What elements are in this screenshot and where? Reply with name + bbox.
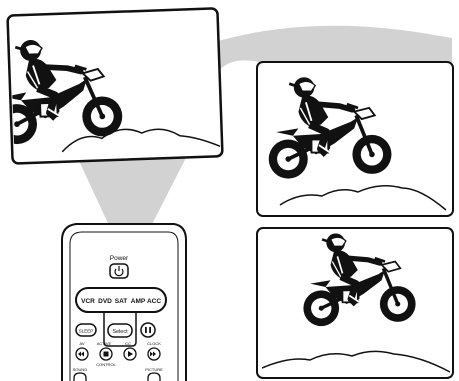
fast-forward-button[interactable] bbox=[148, 348, 160, 360]
select-label: Select bbox=[112, 329, 128, 335]
sound-button[interactable] bbox=[74, 373, 86, 381]
active-label: ACTIVE bbox=[97, 341, 112, 346]
cc-label: CC bbox=[125, 341, 131, 346]
stop-button[interactable] bbox=[100, 348, 112, 360]
sleep-label: SLEEP bbox=[79, 329, 94, 334]
pause-button[interactable] bbox=[141, 323, 155, 337]
remote-control: Power VCR DVD SAT AMP ACC SLEEP Select bbox=[62, 224, 186, 381]
av-label: AV bbox=[79, 341, 84, 346]
play-button[interactable] bbox=[124, 348, 136, 360]
picture-button[interactable] bbox=[148, 373, 160, 381]
screen-panel-right-top bbox=[257, 62, 453, 216]
rewind-button[interactable] bbox=[76, 348, 88, 360]
source-button-dvd: DVD bbox=[98, 298, 112, 305]
picture-label: PICTURE bbox=[145, 367, 163, 372]
clock-label: CLOCK bbox=[147, 341, 161, 346]
power-button[interactable] bbox=[110, 264, 128, 278]
sound-label: SOUND bbox=[73, 367, 88, 372]
stop-icon bbox=[104, 352, 109, 357]
power-label: Power bbox=[110, 255, 129, 262]
control-label: CONTROL bbox=[96, 362, 116, 367]
projection-beam bbox=[74, 150, 190, 232]
screen-panel-main bbox=[0, 8, 223, 164]
source-button-acc: ACC bbox=[147, 298, 161, 305]
source-button-sat: SAT bbox=[115, 298, 128, 305]
source-button-vcr: VCR bbox=[81, 298, 95, 305]
source-button-amp: AMP bbox=[131, 298, 146, 305]
screen-panel-right-bottom bbox=[257, 228, 453, 378]
